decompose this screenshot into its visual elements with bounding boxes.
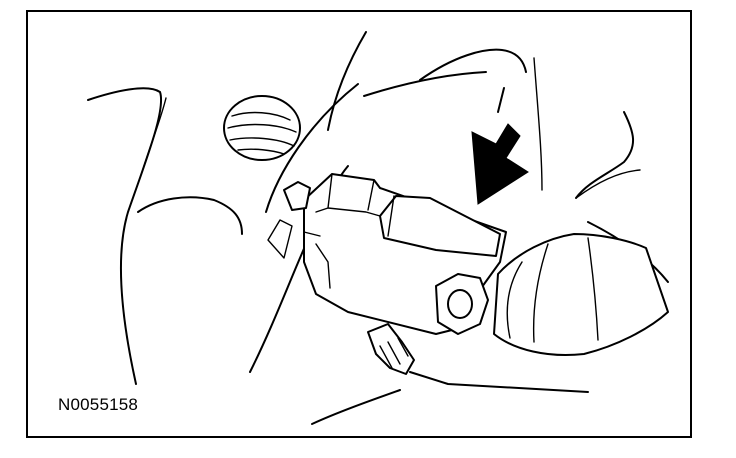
figure-id-label: N0055158 [58, 395, 139, 414]
line-drawing [87, 31, 669, 425]
cable-boot [493, 233, 669, 356]
connector-latch [267, 181, 311, 259]
electrical-connector [303, 173, 507, 335]
diagram-frame: N0055158 [26, 10, 692, 438]
pointer-arrow [471, 87, 529, 205]
arrow-down-left-icon [471, 123, 529, 205]
mounting-bracket [367, 323, 589, 393]
grommet [223, 95, 301, 161]
